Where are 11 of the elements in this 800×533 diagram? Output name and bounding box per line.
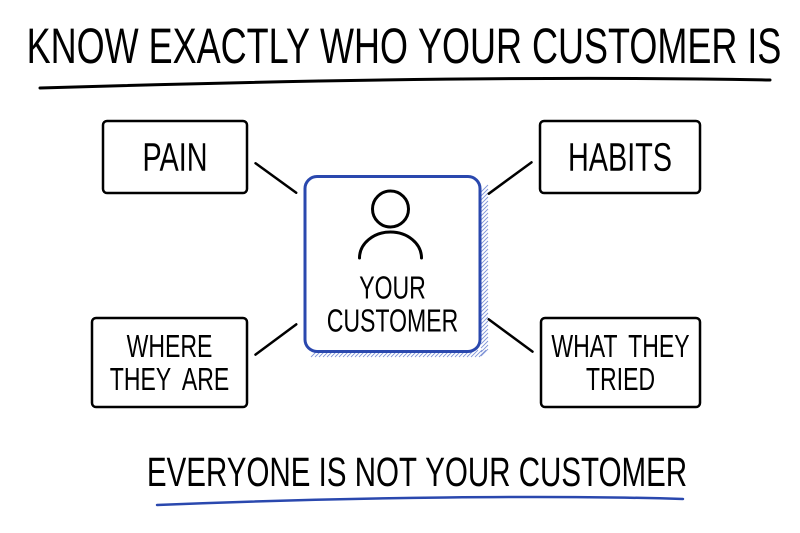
connector-line: [254, 162, 298, 194]
connector-line: [488, 318, 534, 353]
text-box: PAIN: [102, 120, 248, 194]
title: KNOW EXACTLY WHO YOUR CUSTOMER IS: [30, 28, 780, 64]
rounded-box: YOUR CUSTOMER: [304, 175, 482, 353]
connector-line: [254, 323, 298, 356]
tagline: EVERYONE IS NOT YOUR CUSTOMER: [149, 457, 686, 486]
text-box: WHAT THEY TRIED: [540, 316, 702, 408]
connector-line: [488, 161, 533, 195]
text-box: HABITS: [538, 120, 702, 194]
text-box: WHERE THEY ARE: [90, 316, 248, 408]
